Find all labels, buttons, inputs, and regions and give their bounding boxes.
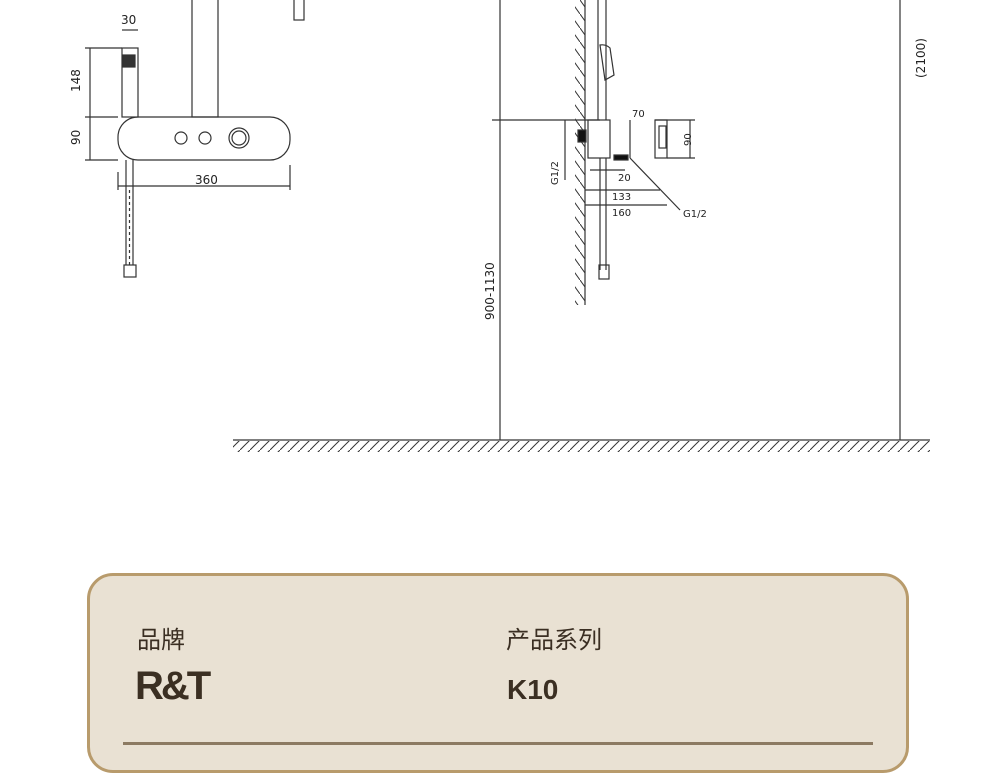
dim-133: 133 (612, 192, 631, 203)
dim-30: 30 (121, 13, 136, 27)
dim-install-height: 900-1130 (483, 262, 497, 320)
side-view (492, 0, 901, 440)
series-label: 产品系列 (506, 626, 602, 654)
dim-70: 70 (632, 109, 645, 120)
dim-160: 160 (612, 208, 631, 219)
front-view (85, 0, 305, 278)
dim-90-box: 90 (683, 133, 694, 146)
dim-20: 20 (618, 173, 631, 184)
dim-90-panel: 90 (69, 130, 83, 145)
dim-148: 148 (69, 69, 83, 92)
dim-2100: (2100) (914, 38, 928, 78)
dim-360: 360 (195, 173, 218, 187)
technical-drawing: 30 148 90 360 (2100) 70 90 G1/2 20 133 1… (69, 0, 930, 452)
floor-hatch (233, 441, 930, 452)
dim-g12-right: G1/2 (683, 209, 707, 220)
spec-card: 品牌 R&T 产品系列 K10 (87, 573, 909, 773)
brand-value: R&T (135, 664, 211, 708)
brand-label: 品牌 (137, 626, 185, 654)
series-value: K10 (507, 674, 559, 705)
dim-g12-left: G1/2 (550, 161, 561, 185)
